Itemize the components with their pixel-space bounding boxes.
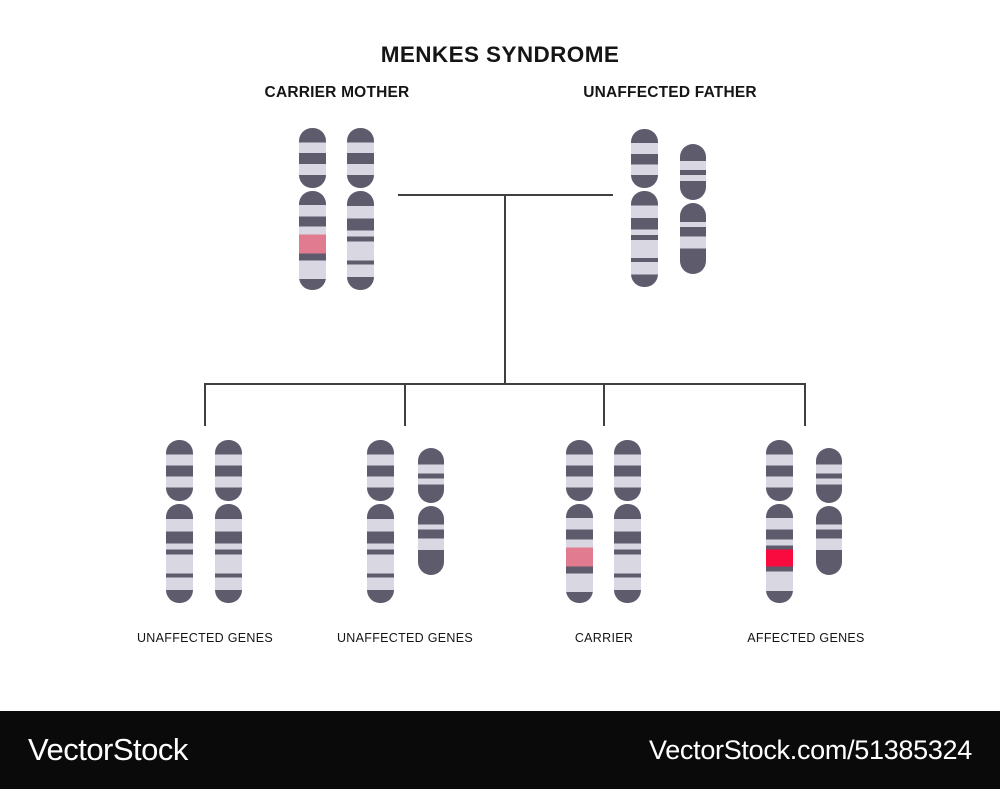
child-drop-line-1 [204,383,206,426]
chromosome-arm-bottom [631,191,658,287]
child-drop-line-2 [404,383,406,426]
chromosome-arm-bottom [766,504,793,603]
unaffected-father-chromosome-x [631,129,658,287]
chromosome-arm-top [347,128,374,188]
label-unaffected-genes-1: UNAFFECTED GENES [136,631,274,645]
descent-line [504,194,506,385]
chromosome-arm-bottom [367,504,394,603]
chromosome-arm-top [631,129,658,188]
chromosome-arm-top [215,440,242,501]
child-carrier-daughter-chromosome-x-carrier [566,440,593,603]
chromosome-arm-bottom [215,504,242,603]
chromosome-arm-bottom [299,191,326,290]
label-affected-genes: AFFECTED GENES [747,631,865,645]
diagram-title: MENKES SYNDROME [380,42,620,67]
chromosome-arm-top [566,440,593,501]
carrier-mother-chromosome-x-carrier [299,128,326,290]
chromosome-arm-top [299,128,326,188]
watermark-bar: VectorStock VectorStock.com/51385324 [0,711,1000,789]
label-carrier: CARRIER [574,631,634,645]
chromosome-arm-top [680,144,706,200]
chromosome-arm-bottom [680,203,706,274]
chromosome-arm-bottom [566,504,593,603]
unaffected-father-chromosome-y [680,144,706,274]
chromosome-arm-bottom [418,506,444,575]
child-unaffected-son-chromosome-y [418,448,444,575]
child-affected-son-chromosome-x-affected [766,440,793,603]
label-unaffected-father: UNAFFECTED FATHER [583,84,757,101]
vectorstock-url: VectorStock.com/51385324 [648,734,972,765]
siblings-connector-line [204,383,806,385]
chromosome-arm-top [166,440,193,501]
child-unaffected-daughter-chromosome-x [215,440,242,603]
chromosome-arm-top [367,440,394,501]
chromosome-arm-bottom [166,504,193,603]
chromosome-arm-top [614,440,641,501]
label-carrier-mother: CARRIER MOTHER [264,84,410,101]
child-unaffected-daughter-chromosome-x [166,440,193,603]
chromosome-arm-top [766,440,793,501]
vectorstock-logo: VectorStock [28,732,188,767]
chromosome-arm-bottom [816,506,842,575]
child-drop-line-4 [804,383,806,426]
chromosome-arm-bottom [347,191,374,290]
carrier-mother-chromosome-x [347,128,374,290]
chromosome-arm-top [418,448,444,503]
child-unaffected-son-chromosome-x [367,440,394,603]
chromosome-arm-bottom [614,504,641,603]
label-unaffected-genes-2: UNAFFECTED GENES [336,631,474,645]
chromosome-arm-top [816,448,842,503]
child-drop-line-3 [603,383,605,426]
child-carrier-daughter-chromosome-x [614,440,641,603]
child-affected-son-chromosome-y [816,448,842,575]
